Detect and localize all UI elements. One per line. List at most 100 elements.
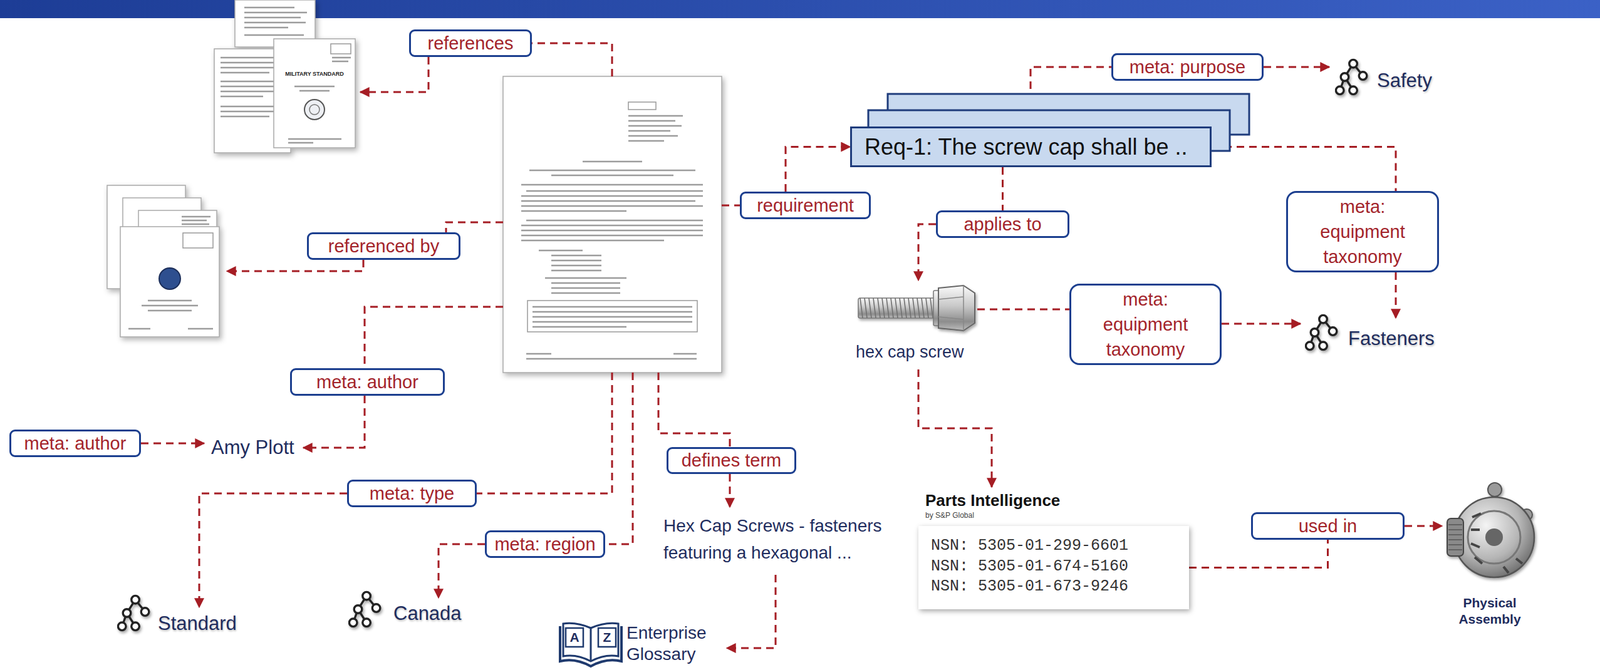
leader-line [721,204,740,207]
requirement-box: Req-1: The screw cap shall be .. [850,126,1212,168]
book-pages [563,623,619,662]
relation-connector [1211,147,1396,192]
hex-cap-screw-illustration [858,285,975,331]
source-title: Parts Intelligence [925,491,1060,511]
relation-label: requirement [756,194,854,217]
taxonomy-term: Fasteners [1348,327,1435,351]
leader-arrow [918,224,936,281]
relation-box: applies to [935,210,1070,239]
document-lines [521,115,703,359]
leader-line [977,308,1070,311]
alternator-pulley [1447,518,1464,557]
document-note-box [527,300,698,333]
relation-label: meta: purpose [1129,56,1246,79]
leader-arrow [726,575,776,649]
relation-box: meta: author [9,429,141,458]
taxonomy-term: Safety [1376,69,1433,93]
assembly-caption: Physical Assembly [1449,595,1531,629]
nsn-number: NSN: 5305-01-299-6601 [930,536,1177,557]
relation-label: meta: equipment taxonomy [1080,286,1211,363]
source-byline: by S&P Global [925,511,975,520]
page-lines [288,57,351,143]
document-title: MILITARY STANDARD [273,70,356,78]
parts-panel: Parts Intelligenceby S&P GlobalNSN: 5305… [918,526,1190,610]
taxonomy-term: Standard [157,612,237,636]
leader-line [364,306,504,369]
leader-arrow [360,57,429,93]
letter-box [598,628,616,648]
pulley-grooves [1448,524,1463,551]
relation-label: meta: equipment taxonomy [1296,194,1429,270]
seal [159,268,181,290]
leader-lines [140,43,1443,649]
leader-line [531,43,613,77]
taxonomy-icon [117,595,149,631]
relation-label: referenced by [328,235,440,258]
referencing-document-pages [107,185,220,338]
seal-ring [309,104,320,115]
taxonomy-icon [348,592,380,627]
nsn-number: NSN: 5305-01-674-5160 [930,556,1177,578]
relation-box: meta: equipment taxonomy [1069,283,1222,366]
page [120,226,220,338]
document-page [503,76,722,373]
relation-label: meta: type [369,483,455,505]
term-definition: Hex Cap Screws - fasteners featuring a h… [663,512,908,567]
leader-arrow [1404,525,1443,528]
requirement-text: Req-1: The screw cap shall be .. [864,133,1188,161]
book-cover [560,626,622,667]
screw-thread [858,298,936,319]
leader-line [476,372,613,494]
leader-arrow [199,493,348,608]
leader-line [446,222,504,233]
relation-box: meta: type [347,479,477,508]
leader-arrow [438,544,485,599]
page-box [182,233,213,249]
relation-box: defines term [666,447,797,475]
taxonomy-term: Canada [393,602,462,626]
screw-shaft [858,298,936,319]
leader-arrow [303,395,365,448]
glossary-caption: Enterprise Glossary [626,622,730,665]
document-box [628,102,656,110]
page-box [330,43,351,54]
book-spine [590,628,593,662]
icon-letter: Z [598,628,616,648]
letter-box [565,628,584,648]
screw-facets [938,285,964,331]
relation-label: defines term [681,449,782,472]
alternator-hub [1485,528,1503,547]
relation-box: referenced by [306,232,461,260]
page-lines [128,300,213,329]
relation-box: references [409,29,532,58]
leader-arrow [729,474,732,508]
taxonomy-icon [1305,315,1337,350]
relation-label: used in [1298,515,1358,538]
specification-document [503,76,722,373]
alternator-vents [1470,513,1523,574]
leader-line [658,372,730,448]
leader-arrow [1221,323,1301,326]
relation-box: meta: equipment taxonomy [1286,191,1439,273]
leader-arrow [1263,66,1330,69]
relation-box: meta: author [290,368,445,396]
author-name: Amy Plott [211,436,295,460]
relation-box: meta: region [484,530,606,559]
alternator-body [1454,497,1535,578]
relation-box: used in [1251,512,1405,541]
page-lines [244,7,307,36]
mount-ear [1487,483,1502,497]
leader-line [605,372,633,545]
leader-arrow [226,259,364,272]
page [273,38,356,148]
relation-label: meta: author [316,371,419,394]
relation-label: meta: author [24,432,127,455]
page-lines [181,216,211,225]
relation-box: meta: purpose [1111,53,1264,81]
leader-arrow [140,442,205,445]
relation-connector [785,147,851,193]
nsn-number: NSN: 5305-01-673-9246 [930,576,1177,598]
relation-box: requirement [739,191,871,220]
